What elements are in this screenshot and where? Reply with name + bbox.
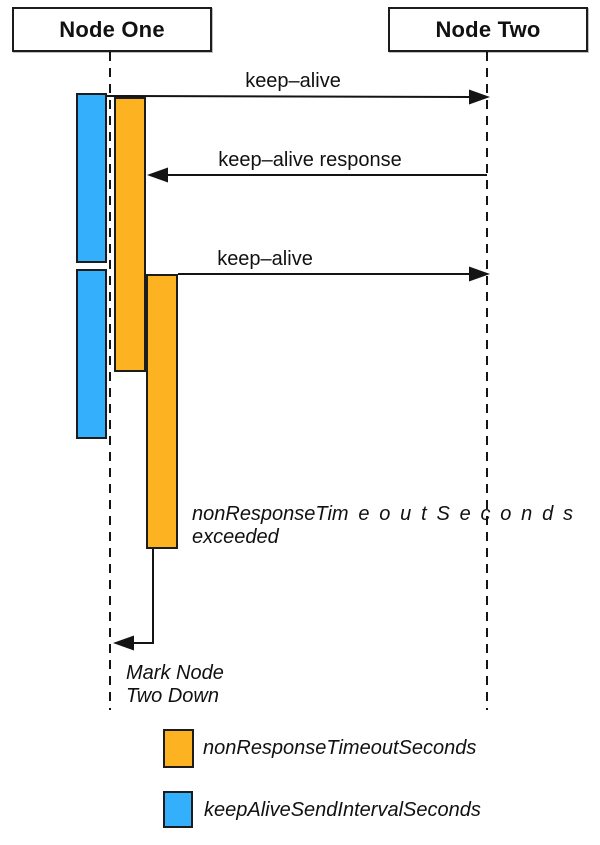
- keep-alive-arrow-2-head: [469, 266, 490, 282]
- legend-swatch-timeout: [163, 729, 194, 768]
- legend-label-interval: keepAliveSendIntervalSeconds: [204, 799, 481, 821]
- keep-alive-arrow-1-head: [469, 89, 490, 105]
- timeout-exceeded-note-line1: nonResponseTim e o u t S e c o n d s: [192, 503, 573, 525]
- legend-label-timeout: nonResponseTimeoutSeconds: [203, 737, 477, 759]
- legend-swatch-interval: [163, 791, 193, 828]
- node-two-label: Node Two: [435, 16, 541, 42]
- node-two-box: Node Two: [388, 7, 588, 52]
- keep-alive-interval-bar-2: [76, 269, 107, 439]
- mark-node-down-note-line2: Two Down: [126, 685, 219, 707]
- keep-alive-response-arrow-head: [147, 167, 168, 183]
- keep-alive-response-label: keep–alive response: [218, 149, 402, 171]
- non-response-timeout-bar-2: [146, 274, 178, 549]
- mark-node-down-note: Mark Node Two Down: [126, 662, 224, 708]
- mark-node-down-arrow-line: [133, 549, 154, 644]
- keep-alive-arrow-1-line: [106, 95, 472, 98]
- keep-alive-interval-bar-1: [76, 93, 107, 263]
- non-response-timeout-bar-1: [114, 97, 146, 372]
- keep-alive-label-1: keep–alive: [245, 70, 341, 92]
- timeout-exceeded-note: nonResponseTim e o u t S e c o n d s exc…: [192, 503, 573, 549]
- keep-alive-label-2: keep–alive: [217, 248, 313, 270]
- node-one-box: Node One: [12, 7, 212, 52]
- mark-node-down-arrow-head: [113, 635, 134, 651]
- timeout-exceeded-note-line2: exceeded: [192, 526, 279, 548]
- mark-node-down-note-line1: Mark Node: [126, 662, 224, 684]
- node-one-label: Node One: [59, 16, 165, 42]
